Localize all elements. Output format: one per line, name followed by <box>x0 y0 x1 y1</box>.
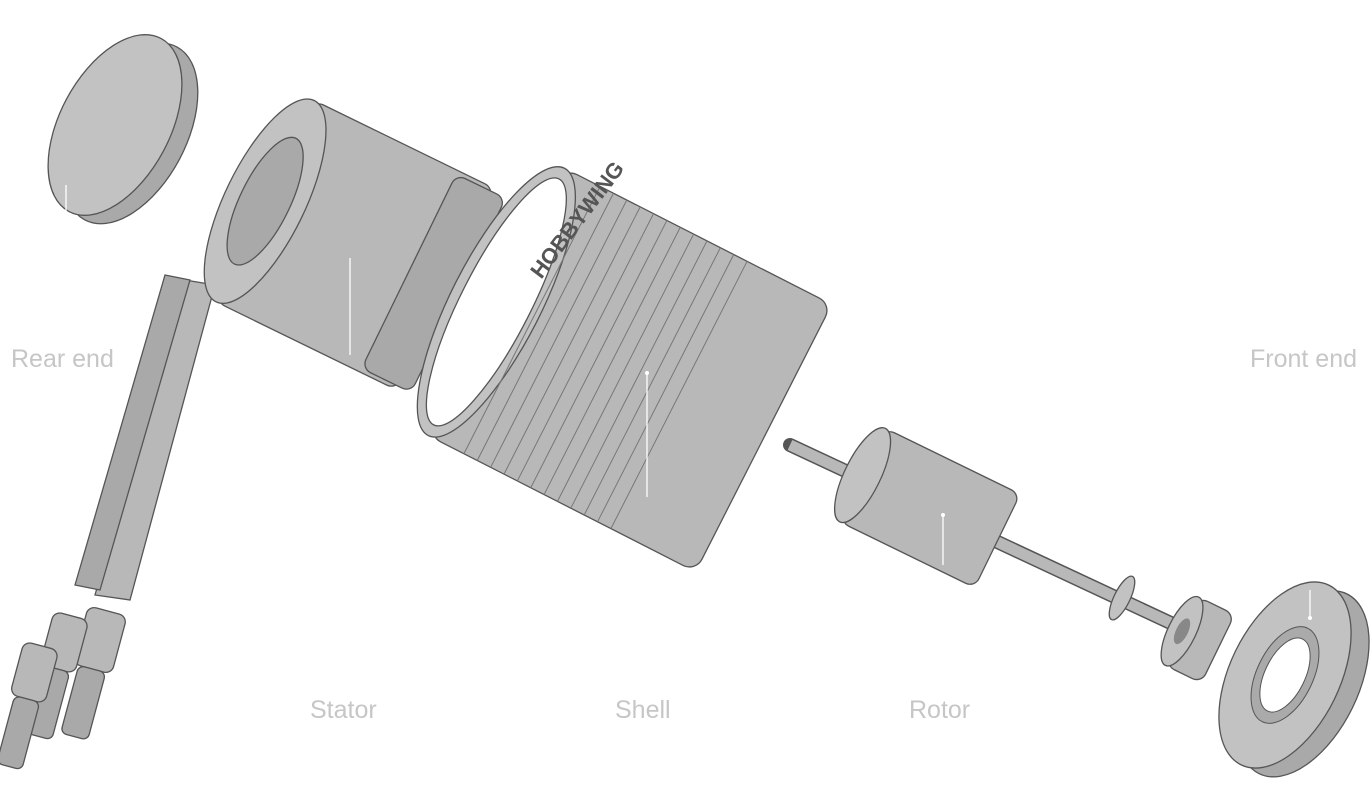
rear-end-cap <box>47 34 199 225</box>
leader-lines <box>65 185 1312 620</box>
bearing <box>1160 595 1232 681</box>
rotor <box>833 427 1018 585</box>
stator <box>203 98 503 390</box>
shell: HOBBYWING <box>416 157 828 568</box>
label-front-end: Front end <box>1250 345 1358 373</box>
label-shell: Shell <box>615 696 671 724</box>
shaft-washer <box>1108 575 1136 621</box>
cable-bundle <box>0 274 216 770</box>
label-stator: Stator <box>310 696 377 724</box>
front-end-cap <box>1218 581 1370 778</box>
label-rear-end: Rear end <box>11 345 114 373</box>
label-rotor: Rotor <box>909 696 971 724</box>
